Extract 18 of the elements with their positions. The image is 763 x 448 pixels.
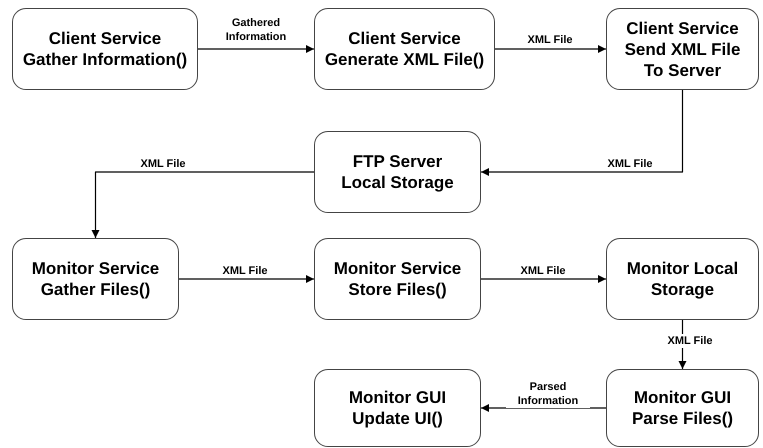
process-box: Monitor Service Store Files() bbox=[314, 238, 481, 320]
arrow bbox=[92, 171, 314, 238]
process-box: Monitor Service Gather Files() bbox=[12, 238, 179, 320]
arrow bbox=[481, 404, 606, 412]
edge-label: XML File bbox=[665, 334, 715, 348]
arrow bbox=[481, 90, 684, 176]
process-box: Client Service Gather Information() bbox=[12, 8, 198, 90]
edge-label: Parsed Information bbox=[506, 380, 590, 408]
arrow bbox=[198, 45, 314, 53]
process-box: FTP Server Local Storage bbox=[314, 131, 481, 213]
arrow bbox=[495, 45, 606, 53]
arrow bbox=[179, 275, 314, 283]
process-box: Monitor GUI Parse Files() bbox=[606, 369, 759, 447]
process-box: Monitor GUI Update UI() bbox=[314, 369, 481, 447]
process-box: Client Service Generate XML File() bbox=[314, 8, 495, 90]
process-box: Monitor Local Storage bbox=[606, 238, 759, 320]
process-box: Client Service Send XML File To Server bbox=[606, 8, 759, 90]
arrow bbox=[481, 275, 606, 283]
